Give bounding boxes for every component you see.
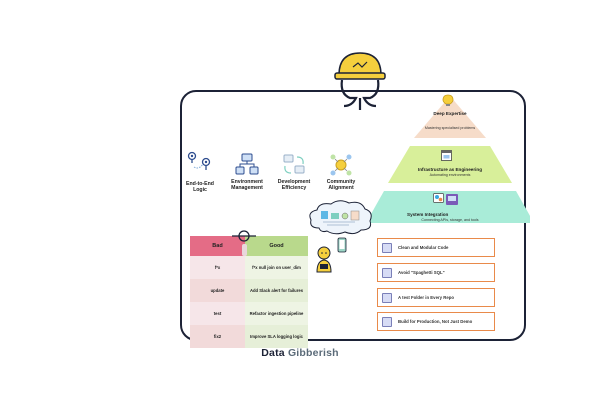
lightbulb-icon: [442, 94, 454, 106]
sql-window-icon: [382, 267, 392, 278]
pyramid-middle-subtitle: Automating environments: [429, 173, 471, 177]
practice-item: Build for Production, Not Just Demo: [377, 312, 495, 331]
table-row: f*x f*x null join on user_dim: [190, 256, 308, 279]
mascot-helmet-icon: [334, 52, 386, 110]
brand-word-gibberish: Gibberish: [287, 347, 339, 359]
table-cell-bad: f*x: [190, 256, 245, 279]
table-cell-good: Add Slack alert for failures: [245, 279, 308, 302]
table-row: test Refactor ingestion pipeline: [190, 302, 308, 325]
table-header-bad: Bad: [190, 236, 245, 256]
table-header-good: Good: [245, 236, 308, 256]
test-folder-icon: [382, 292, 392, 303]
icon-label-environment: Environment Management: [231, 179, 263, 191]
pyramid-tier-middle: [388, 146, 512, 183]
practice-item: Avoid "Spaghetti SQL": [377, 263, 495, 282]
practice-item: A test Folder in Every Repo: [377, 288, 495, 307]
pyramid-tier-top: [414, 96, 486, 138]
community-hub-icon: [330, 154, 352, 176]
practice-item: Clean and Modular Code: [377, 238, 495, 257]
table-header-row: Bad Good: [190, 236, 308, 256]
table-cell-good: Refactor ingestion pipeline: [245, 302, 308, 325]
network-nodes-icon: [235, 153, 259, 175]
skills-pyramid: [370, 96, 530, 223]
brand-word-data: Data: [261, 347, 285, 359]
connector-ring-icon: [232, 230, 256, 256]
pyramid-tier-bottom: [370, 191, 530, 223]
pyramid-middle-title: Infrastructure as Engineering: [417, 167, 483, 172]
table-row: fix2 Improve SLA logging logic: [190, 325, 308, 348]
icon-label-community: Community Alignment: [326, 179, 356, 191]
icon-label-development: Development Efficiency: [277, 179, 311, 191]
brand-caption: Data Gibberish: [0, 347, 600, 359]
production-build-icon: [382, 316, 392, 327]
table-cell-bad: fix2: [190, 325, 245, 348]
pyramid-top-title: Deep Expertise: [433, 111, 467, 116]
table-cell-bad: update: [190, 279, 245, 302]
table-cell-good: f*x null join on user_dim: [245, 256, 308, 279]
server-window-icon: [441, 150, 452, 161]
integration-tools-icon: [433, 193, 458, 205]
table-cell-good: Improve SLA logging logic: [245, 325, 308, 348]
commit-messages-table: Bad Good f*x f*x null join on user_dim u…: [190, 236, 308, 348]
route-pin-icon: [187, 151, 211, 170]
pyramid-bottom-subtitle: Connecting APIs, storage, and tools: [421, 218, 479, 222]
thought-cloud: [309, 200, 372, 235]
phone-icon: [337, 237, 347, 253]
person-icon: [316, 246, 332, 273]
pyramid-bottom-title: System Integration: [407, 212, 449, 217]
pyramid-top-subtitle: Mastering specialised problems: [424, 126, 476, 130]
icon-label-end-to-end: End-to-End Logic: [186, 181, 214, 193]
table-cell-bad: test: [190, 302, 245, 325]
code-window-icon: [382, 242, 392, 253]
table-row: update Add Slack alert for failures: [190, 279, 308, 302]
workflow-cycle-icon: [283, 154, 305, 174]
